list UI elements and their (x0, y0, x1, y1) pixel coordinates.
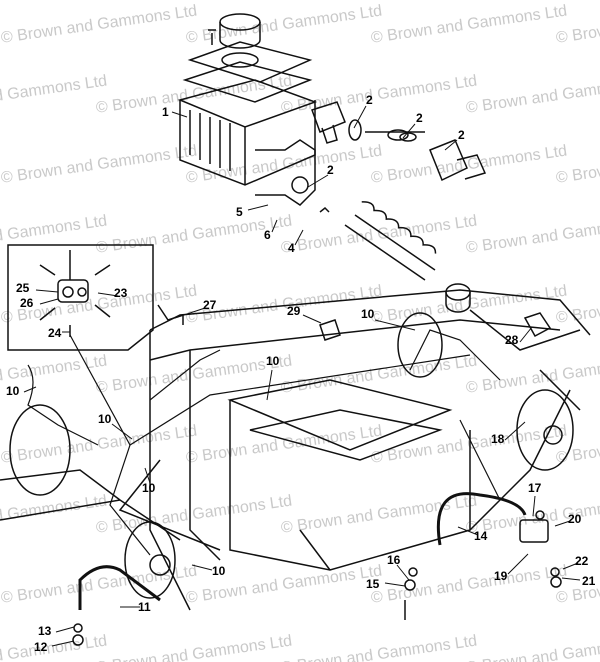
junction-block (39, 250, 111, 337)
callout-4: 4 (288, 241, 295, 255)
callout-2: 2 (458, 128, 465, 142)
callout-10: 10 (142, 481, 156, 495)
callout-10: 10 (98, 412, 112, 426)
callout-14: 14 (474, 529, 488, 543)
callout-25: 25 (16, 281, 30, 295)
callout-21: 21 (582, 574, 596, 588)
callout-5: 5 (236, 205, 243, 219)
callout-26: 26 (20, 296, 34, 310)
callout-6: 6 (264, 228, 271, 242)
brake-pipes (27, 329, 501, 556)
brake-discs (9, 312, 574, 599)
callout-16: 16 (387, 553, 401, 567)
chassis-frame (0, 289, 591, 611)
callout-10: 10 (266, 354, 280, 368)
callout-18: 18 (491, 432, 505, 446)
callout-2: 2 (416, 111, 423, 125)
callout-10: 10 (212, 564, 226, 578)
leader-lines (23, 105, 581, 647)
callout-28: 28 (505, 333, 519, 347)
callout-15: 15 (366, 577, 380, 591)
callout-24: 24 (48, 326, 62, 340)
inset-box (7, 244, 154, 351)
small-parts (72, 304, 562, 646)
callout-13: 13 (38, 624, 52, 638)
callout-2: 2 (366, 93, 373, 107)
callout-23: 23 (114, 286, 128, 300)
callout-22: 22 (575, 554, 589, 568)
callout-29: 29 (287, 304, 301, 318)
callout-20: 20 (568, 512, 582, 526)
callout-2: 2 (327, 163, 334, 177)
callout-10: 10 (361, 307, 375, 321)
callout-10: 10 (6, 384, 20, 398)
callout-17: 17 (528, 481, 542, 495)
callout-27: 27 (203, 298, 217, 312)
callout-12: 12 (34, 640, 48, 654)
master-cylinder (177, 13, 318, 206)
callout-1: 1 (162, 105, 169, 119)
piston-parts (311, 101, 487, 313)
callout-11: 11 (138, 600, 151, 614)
flexible-hoses (78, 492, 527, 610)
callout-19: 19 (494, 569, 508, 583)
